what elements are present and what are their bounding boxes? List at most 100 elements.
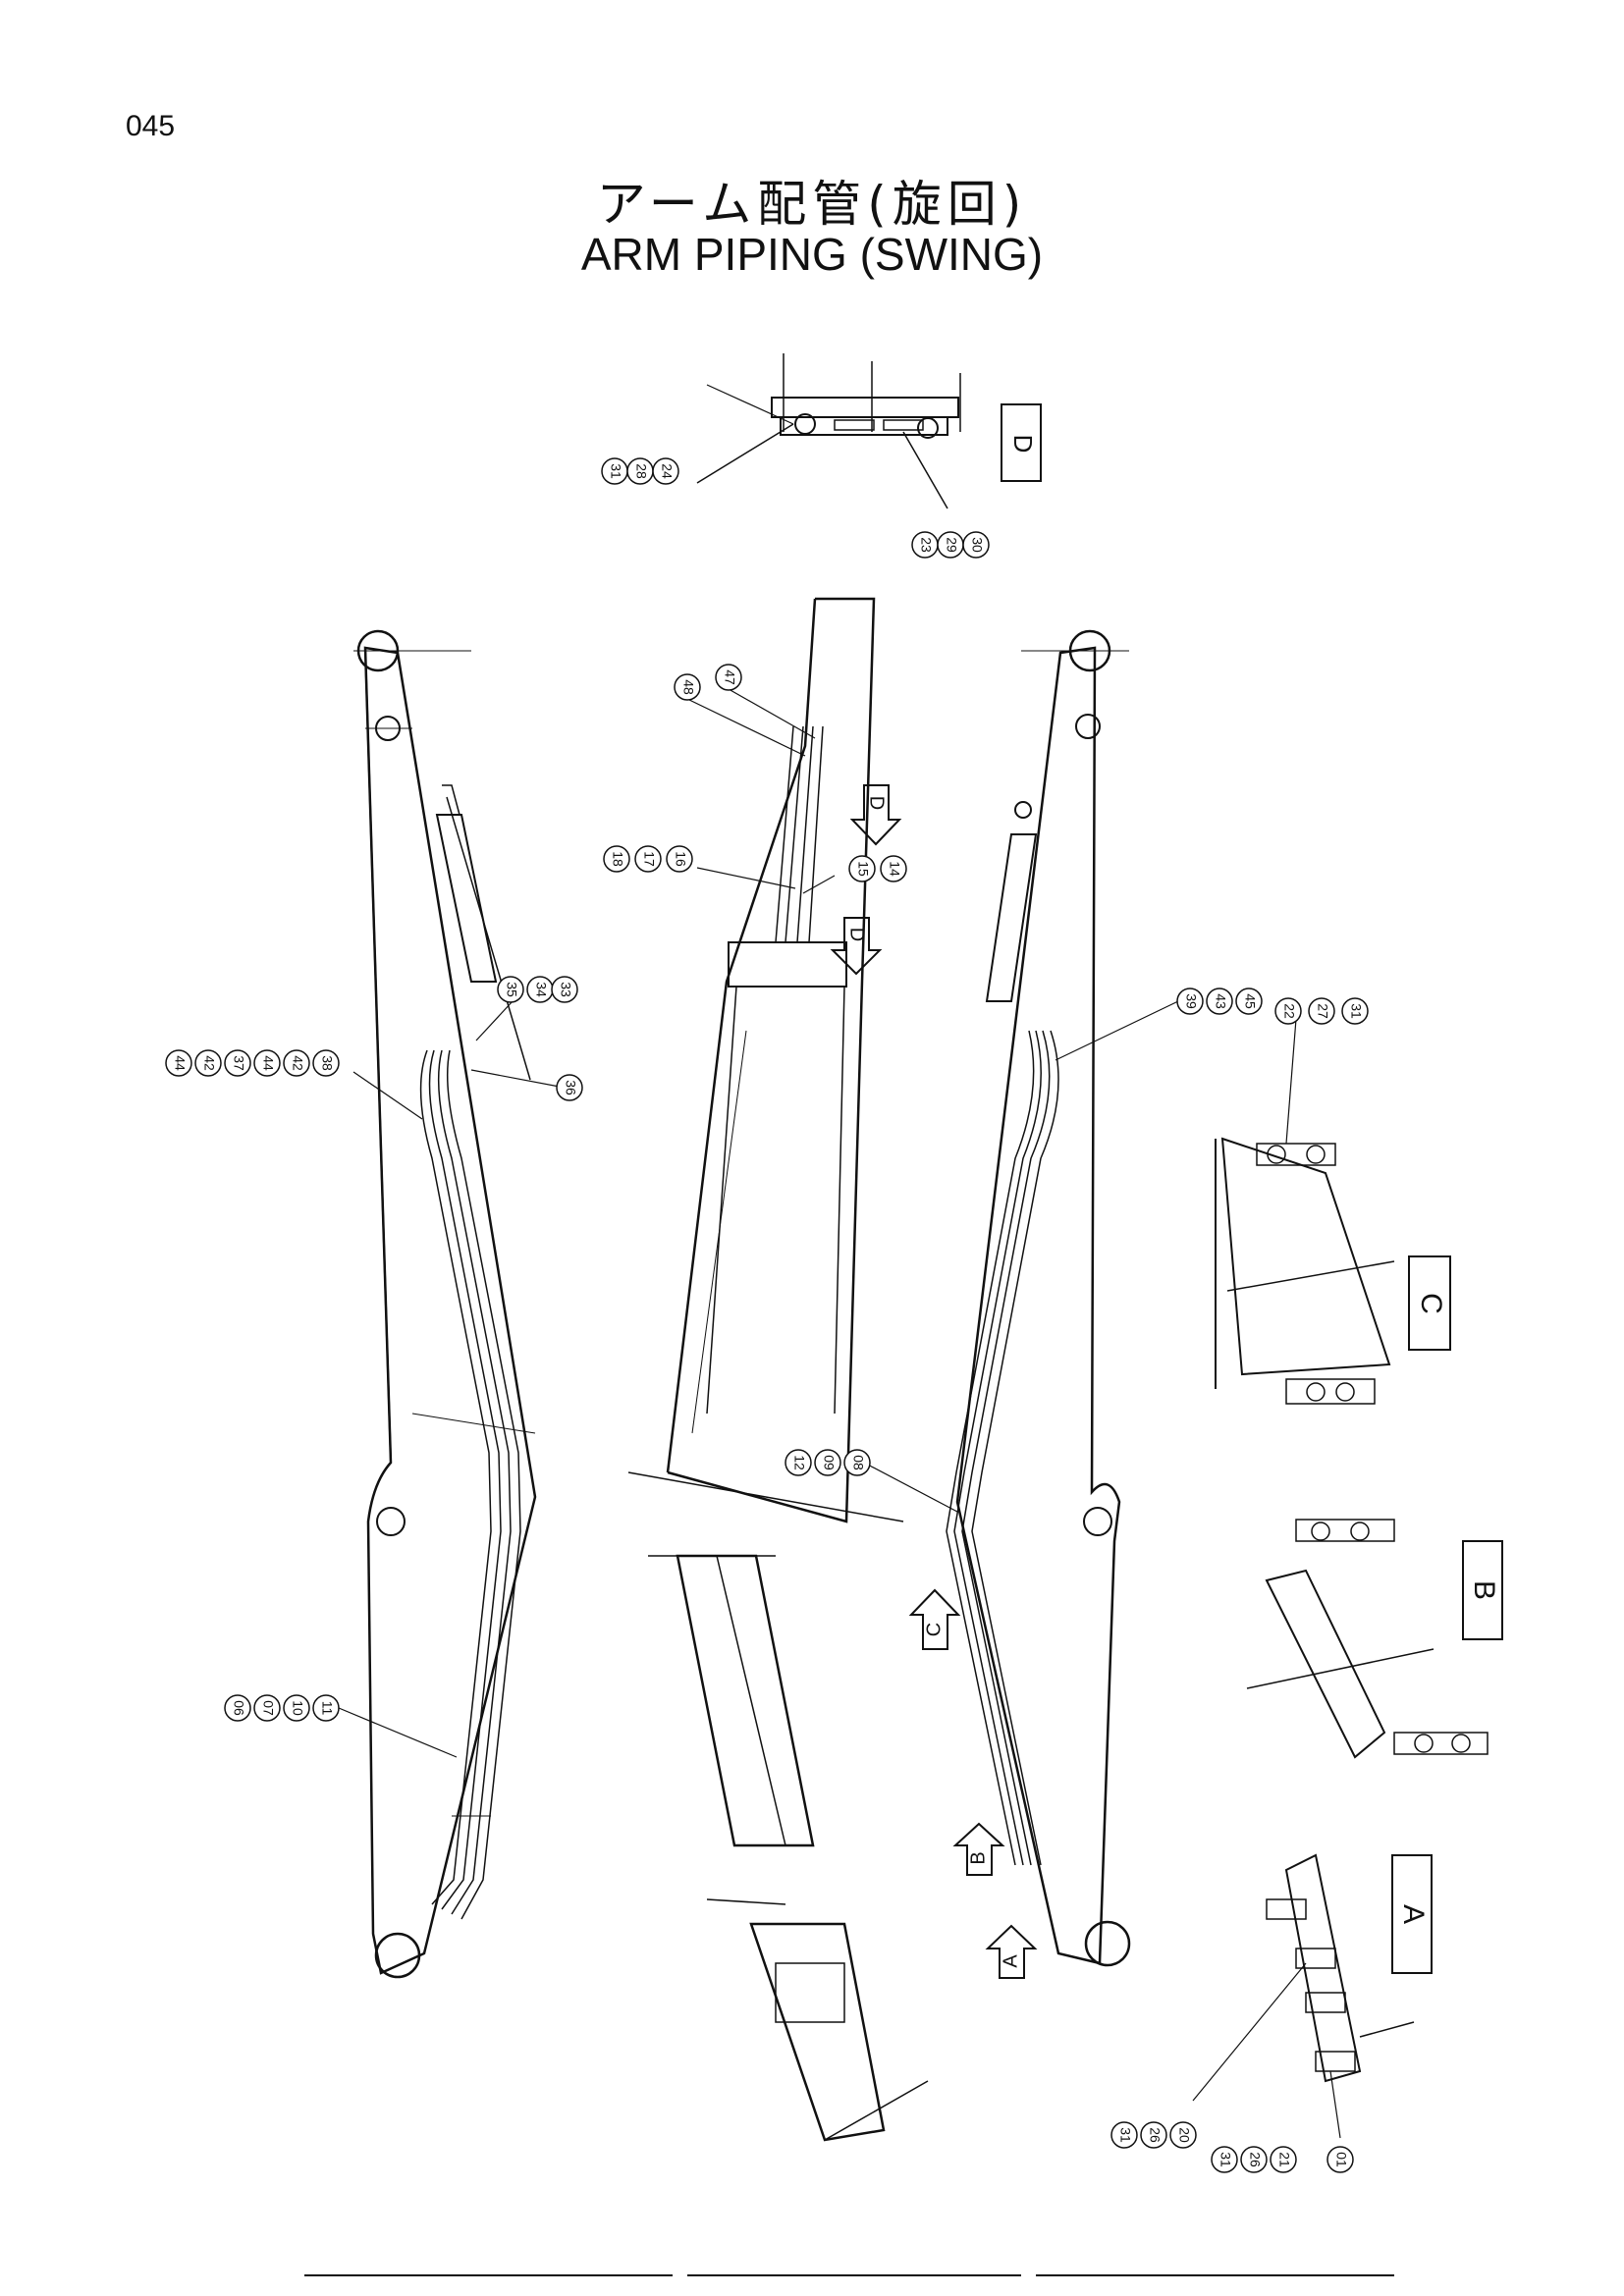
callout-number: 22 bbox=[1281, 1003, 1297, 1019]
callout-number: 26 bbox=[1247, 2152, 1263, 2167]
title-japanese: アーム配管(旋回) bbox=[596, 176, 1028, 233]
callout-number: 26 bbox=[1147, 2127, 1163, 2143]
callout-circle bbox=[1274, 997, 1302, 1025]
callout-circle bbox=[652, 457, 679, 485]
detail-d-view: D bbox=[696, 353, 1042, 509]
callout-circle bbox=[165, 1049, 192, 1077]
callout-circle bbox=[1240, 2146, 1268, 2173]
callout-number: 08 bbox=[850, 1455, 866, 1470]
callout-circle bbox=[1176, 988, 1204, 1015]
callout-number: 11 bbox=[319, 1701, 335, 1716]
callout-number: 23 bbox=[918, 537, 934, 553]
callout-circle bbox=[283, 1049, 310, 1077]
callout-circle bbox=[666, 845, 693, 873]
detail-b-view: B bbox=[1246, 1519, 1503, 1759]
callout-number: 18 bbox=[610, 851, 625, 867]
view-label-a: A bbox=[1397, 1904, 1430, 1924]
callout-number: 14 bbox=[887, 861, 902, 877]
leader-lines bbox=[338, 384, 1341, 2139]
callout-number: 01 bbox=[1333, 2152, 1349, 2167]
callout-circle bbox=[1341, 997, 1369, 1025]
callout-number: 45 bbox=[1242, 993, 1258, 1009]
callout-number: 35 bbox=[504, 982, 519, 997]
callout-number: 31 bbox=[1348, 1003, 1364, 1019]
callout-circle bbox=[497, 976, 524, 1003]
callout-number: 17 bbox=[641, 851, 657, 867]
page-number: 045 bbox=[126, 110, 176, 142]
callout-circle bbox=[551, 976, 578, 1003]
callout-number: 09 bbox=[821, 1455, 837, 1470]
callout-number: 42 bbox=[290, 1055, 305, 1071]
callout-number: 29 bbox=[944, 537, 959, 553]
callout-number: 44 bbox=[260, 1055, 276, 1071]
detail-a-view: A bbox=[1266, 1853, 1433, 2083]
detail-c-view: C bbox=[1215, 1137, 1451, 1405]
view-marker-b: B bbox=[952, 1822, 1005, 1876]
callout-number: 33 bbox=[558, 982, 573, 997]
svg-text:B: B bbox=[967, 1851, 989, 1864]
callout-number: 44 bbox=[172, 1055, 188, 1071]
view-marker-a: A bbox=[985, 1924, 1038, 1979]
callout-circle bbox=[312, 1049, 340, 1077]
view-label-b: B bbox=[1468, 1580, 1500, 1600]
callout-circle bbox=[283, 1694, 310, 1722]
view-marker-c: C bbox=[908, 1588, 961, 1650]
callout-number: 16 bbox=[673, 851, 688, 867]
callout-circle bbox=[962, 531, 990, 559]
callout-number: 31 bbox=[1218, 2152, 1233, 2167]
callout-number: 37 bbox=[231, 1055, 246, 1071]
callout-circle bbox=[674, 673, 701, 701]
title-english: ARM PIPING (SWING) bbox=[580, 229, 1044, 280]
callout-number: 27 bbox=[1315, 1003, 1330, 1019]
callout-circle bbox=[785, 1449, 812, 1476]
callout-number: 38 bbox=[319, 1055, 335, 1071]
callout-circle bbox=[556, 1074, 583, 1101]
callout-number: 48 bbox=[680, 679, 696, 695]
callout-number: 28 bbox=[633, 463, 649, 479]
callout-circle bbox=[1110, 2121, 1138, 2149]
callout-number: 06 bbox=[231, 1700, 246, 1716]
callout-number: 20 bbox=[1176, 2127, 1192, 2143]
svg-text:C: C bbox=[923, 1623, 945, 1636]
callout-circle bbox=[848, 855, 876, 882]
callout-circle bbox=[715, 664, 742, 691]
callout-circle bbox=[1235, 988, 1263, 1015]
callout-circle bbox=[1140, 2121, 1167, 2149]
callout-circle bbox=[253, 1049, 281, 1077]
callout-number: 12 bbox=[791, 1455, 807, 1470]
callout-number: 43 bbox=[1213, 993, 1228, 1009]
callout-number: 10 bbox=[290, 1700, 305, 1716]
svg-text:A: A bbox=[1000, 1954, 1021, 1968]
center-arm-plan-view bbox=[627, 597, 929, 2142]
callout-number: 34 bbox=[533, 982, 549, 997]
callout-circle bbox=[1270, 2146, 1297, 2173]
callout-circle bbox=[224, 1694, 251, 1722]
left-arm-view bbox=[353, 629, 537, 1979]
svg-text:D: D bbox=[846, 928, 868, 941]
callout-number: 31 bbox=[1117, 2127, 1133, 2143]
callout-number: 39 bbox=[1183, 993, 1199, 1009]
view-marker-d-lower: D bbox=[830, 917, 883, 976]
callout-circle bbox=[603, 845, 630, 873]
view-label-c: C bbox=[1415, 1293, 1447, 1314]
callout-number: 30 bbox=[969, 537, 985, 553]
callout-number: 21 bbox=[1276, 2152, 1292, 2167]
right-arm-view bbox=[946, 629, 1131, 1967]
callout-circle bbox=[312, 1694, 340, 1722]
callout-circle bbox=[1326, 2146, 1354, 2173]
callout-number: 07 bbox=[260, 1700, 276, 1716]
callout-number: 42 bbox=[201, 1055, 217, 1071]
callout-circle bbox=[253, 1694, 281, 1722]
view-marker-d-upper: D bbox=[849, 784, 902, 846]
callout-number: 31 bbox=[608, 463, 623, 479]
callout-circle bbox=[1206, 988, 1233, 1015]
callout-circle bbox=[1169, 2121, 1197, 2149]
callout-circle bbox=[1308, 997, 1335, 1025]
callout-circle bbox=[194, 1049, 222, 1077]
callout-number: 47 bbox=[722, 669, 737, 685]
callout-number: 15 bbox=[855, 861, 871, 877]
callout-circle bbox=[880, 855, 907, 882]
callout-number: 24 bbox=[659, 463, 675, 479]
